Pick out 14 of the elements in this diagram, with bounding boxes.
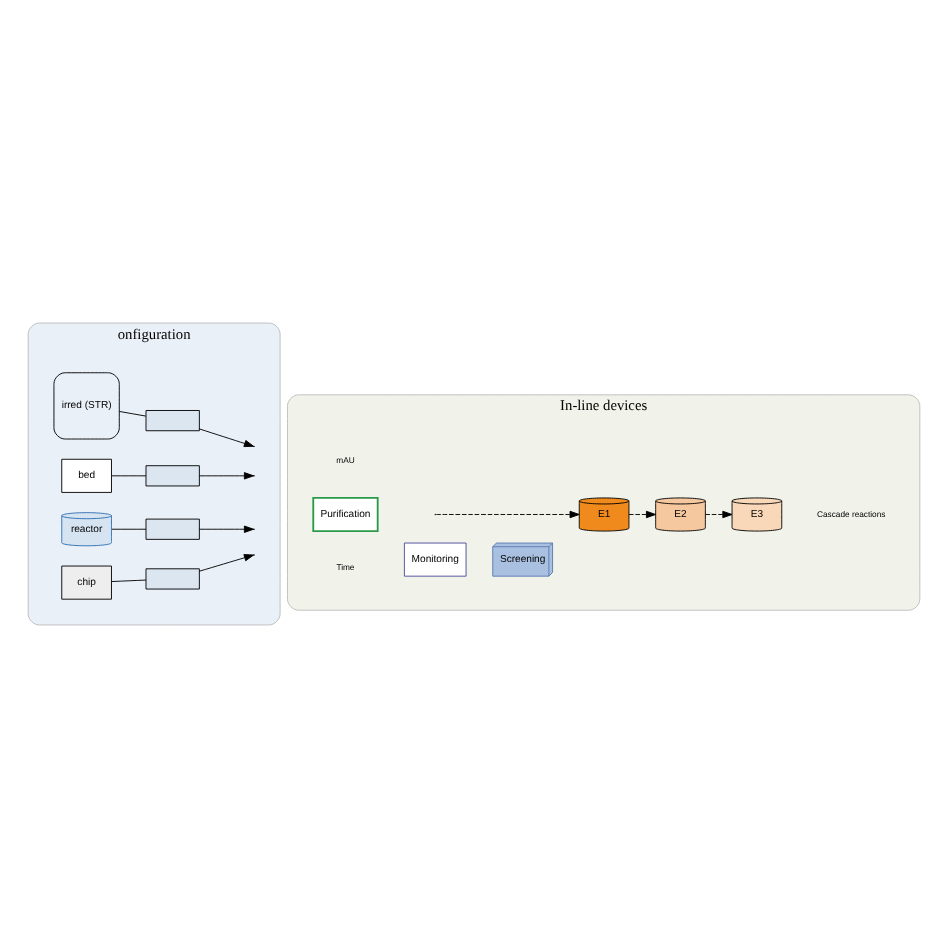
arrow <box>628 510 657 519</box>
connector <box>111 475 147 477</box>
node-box <box>145 410 200 432</box>
node-box <box>145 518 200 540</box>
arrow <box>704 510 733 519</box>
connector <box>118 411 147 417</box>
arrow <box>198 554 255 572</box>
connector <box>111 579 147 582</box>
arrow <box>435 510 580 519</box>
arrow <box>198 525 255 533</box>
node-box <box>145 465 200 487</box>
node-box <box>145 568 200 590</box>
arrow <box>198 472 255 480</box>
connector <box>111 528 147 530</box>
